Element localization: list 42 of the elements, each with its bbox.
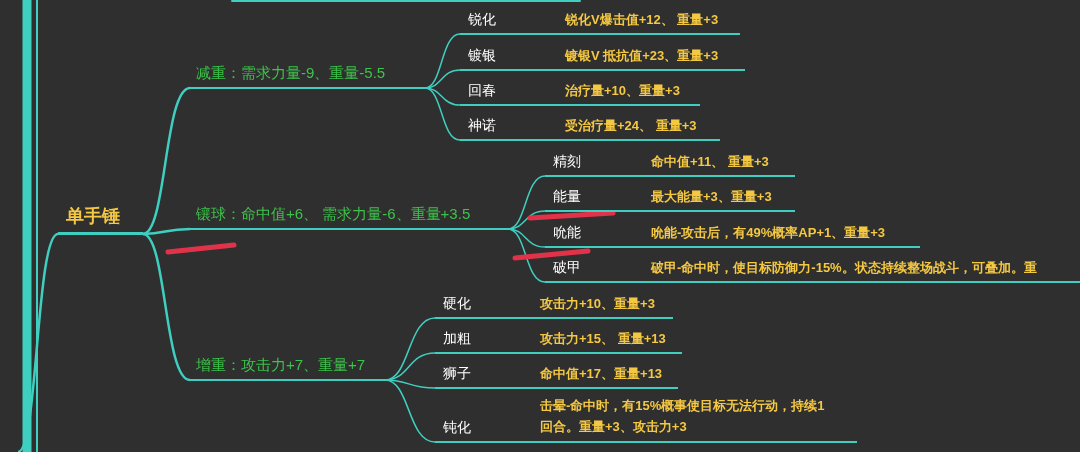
item-label: 破甲 (553, 259, 581, 277)
effect-text: 命中值+17、重量+13 (540, 365, 663, 383)
connector-line (507, 228, 546, 283)
item-label: 回春 (468, 82, 496, 100)
effect-text: 击晕-命中时，有15%概事使目标无法行动，持续1回合。重量+3、攻击力+3 (540, 397, 826, 436)
branch-label: 增重：攻击力+7、重量+7 (196, 356, 366, 375)
item-label: 硬化 (443, 295, 471, 313)
connector-line (424, 87, 461, 141)
root-underline (58, 203, 143, 235)
effect-text: 镀银V 抵抗值+23、重量+3 (565, 47, 719, 65)
effect-text: 命中值+11、 重量+3 (651, 153, 769, 171)
item-label: 镀银 (468, 47, 496, 65)
item-label: 精刻 (553, 153, 581, 171)
item-label: 锐化 (468, 11, 496, 29)
connector-line (142, 232, 191, 382)
effect-text: 受治疗量+24、 重量+3 (565, 117, 697, 135)
item-label: 吮能 (553, 224, 581, 242)
effect-text: 攻击力+15、 重量+13 (540, 330, 666, 348)
item-label: 钝化 (443, 419, 471, 437)
effect-text: 破甲-命中时，使目标防御力-15%。状态持续整场战斗，可叠加。重 (651, 259, 1037, 277)
item-label: 神诺 (468, 117, 496, 135)
connector-line (424, 69, 461, 89)
connector-line (507, 210, 546, 230)
branch-underline (190, 63, 425, 89)
root-label: 单手锤 (66, 205, 120, 228)
connector-line (142, 86, 191, 236)
effect-text: 吮能-攻击后，有49%概率AP+1、重量+3 (651, 224, 886, 242)
effect-text: 最大能量+3、重量+3 (651, 188, 772, 206)
branch-underline (190, 355, 385, 381)
connector-line (424, 87, 461, 106)
branch-underline (190, 204, 508, 230)
connector-line (384, 379, 436, 443)
connector-line (384, 379, 436, 389)
connector-line (17, 233, 59, 452)
item-label: 能量 (553, 188, 581, 206)
effect-text: 攻击力+10、重量+3 (540, 295, 655, 313)
effect-text: 锐化V爆击值+12、 重量+3 (565, 11, 719, 29)
effect-text: 治疗量+10、重量+3 (565, 82, 680, 100)
branch-label: 减重：需求力量-9、重量-5.5 (196, 64, 386, 83)
branch-label: 镶球：命中值+6、 需求力量-6、重量+3.5 (196, 205, 471, 224)
item-label: 狮子 (443, 365, 471, 383)
item-label: 加粗 (443, 330, 471, 348)
